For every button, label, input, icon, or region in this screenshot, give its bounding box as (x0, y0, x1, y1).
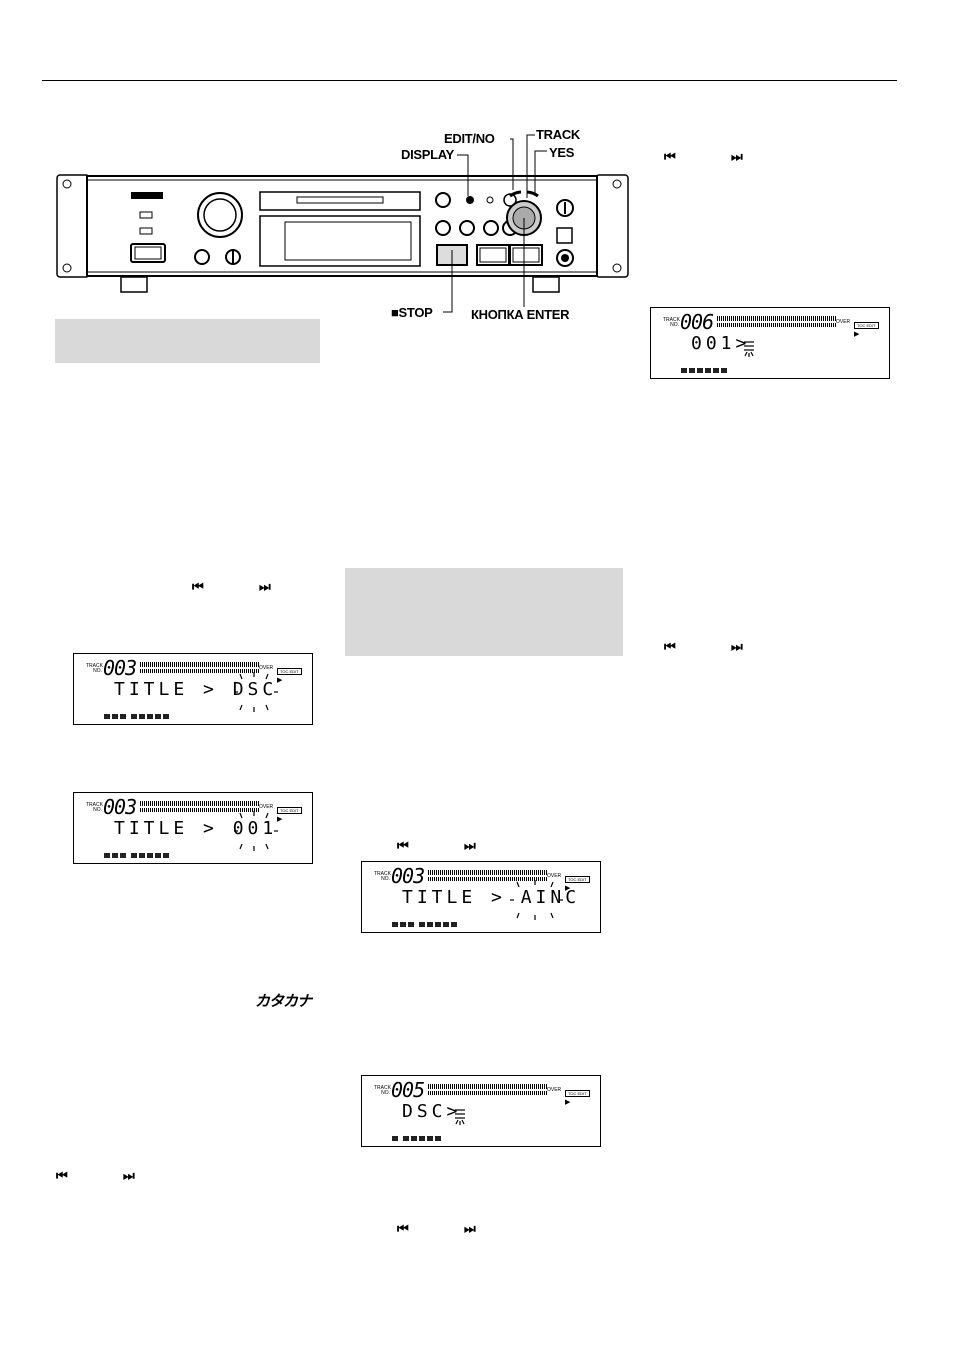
skip-back-icon: ⏮ (192, 580, 204, 595)
segment-indicators (392, 1136, 441, 1141)
toc-edit-indicator: TOC EDIT (565, 876, 590, 883)
play-indicator: ▶ (565, 1099, 571, 1106)
skip-forward-icon: ⏭ (464, 839, 476, 854)
segment-indicators (681, 368, 727, 373)
blink-marks (234, 811, 278, 851)
segment-indicators (104, 714, 169, 719)
over-label: OVER (259, 804, 274, 810)
toc-edit-indicator: TOC EDIT (277, 807, 302, 814)
skip-forward-icon: ⏭ (731, 150, 743, 165)
md-deck-drawing (56, 134, 629, 313)
level-meter-l (140, 801, 260, 806)
lcd-main-text: DSC> (402, 1101, 462, 1122)
toc-edit-indicator: TOC EDIT (854, 322, 879, 329)
device-illustration (55, 120, 630, 325)
over-label: OVER (836, 319, 851, 325)
track-number: 003 (103, 656, 137, 680)
over-label: OVER (547, 873, 562, 879)
lcd-main-text: TITLE > 001 (114, 818, 278, 839)
level-meter-l (140, 662, 260, 667)
play-indicator: ▶ (565, 885, 571, 892)
lcd-main-text: 001> (691, 333, 751, 354)
skip-back-icon: ⏮ (664, 150, 676, 165)
display-label: DISPLAY (401, 147, 455, 162)
skip-back-icon: ⏮ (397, 1222, 409, 1237)
blinking-cursor (744, 341, 754, 357)
level-meter-l (428, 1084, 548, 1089)
skip-forward-icon: ⏭ (731, 640, 743, 655)
skip-back-icon: ⏮ (56, 1169, 68, 1184)
skip-forward-icon: ⏭ (123, 1169, 135, 1184)
skip-forward-icon: ⏭ (259, 580, 271, 595)
header-rule (42, 80, 897, 81)
track-number: 003 (103, 795, 137, 819)
level-meter-l (428, 870, 548, 875)
toc-edit-indicator: TOC EDIT (277, 668, 302, 675)
track-number: 006 (680, 310, 714, 334)
yes-label: YES (549, 145, 575, 160)
section-heading-box-2 (345, 568, 623, 656)
segment-indicators (104, 853, 169, 858)
segment-indicators (392, 922, 457, 927)
level-meter-r (428, 1091, 548, 1095)
stop-label: ■STOP (391, 305, 433, 320)
skip-back-icon: ⏮ (397, 839, 409, 854)
skip-forward-icon: ⏭ (464, 1222, 476, 1237)
level-meter-r (428, 877, 548, 881)
play-indicator: ▶ (277, 816, 283, 823)
blink-marks (234, 672, 278, 712)
level-meter-r (140, 808, 260, 812)
level-meter-l (717, 316, 837, 321)
over-label: OVER (259, 665, 274, 671)
toc-edit-indicator: TOC EDIT (565, 1090, 590, 1097)
enter-label: КНОПКА ENTER (471, 307, 570, 322)
level-meter-r (140, 669, 260, 673)
blinking-cursor (455, 1109, 465, 1125)
katakana-mode-logo: カタカナ (255, 992, 312, 1010)
edit-no-label: EDIT/NO (444, 131, 495, 146)
play-indicator: ▶ (277, 677, 283, 684)
skip-back-icon: ⏮ (664, 640, 676, 655)
track-number: 003 (391, 864, 425, 888)
track-label: TRACK (536, 127, 580, 142)
track-number: 005 (391, 1078, 425, 1102)
play-indicator: ▶ (854, 331, 860, 338)
lcd-main-text: TITLE > DSC (114, 679, 278, 700)
over-label: OVER (547, 1087, 562, 1093)
blink-marks (510, 880, 563, 920)
level-meter-r (717, 323, 837, 327)
section-heading-box-1 (55, 319, 320, 363)
lcd-main-text: TITLE > AINC (402, 887, 581, 908)
